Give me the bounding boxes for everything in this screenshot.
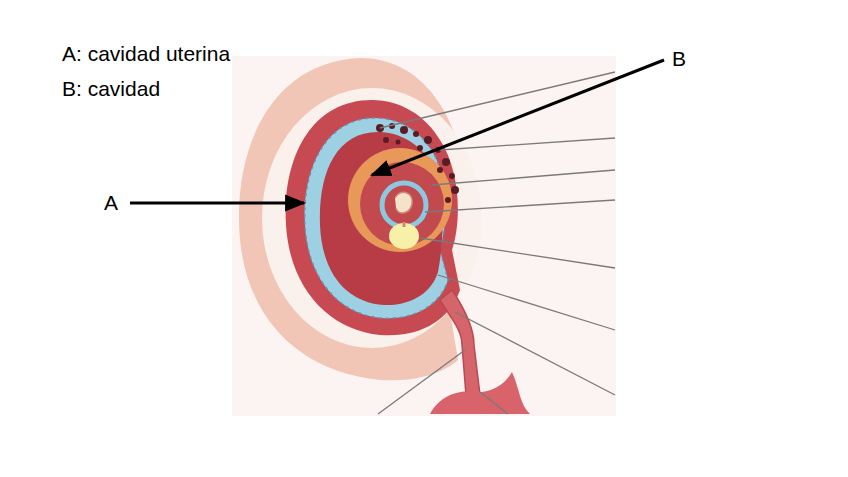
uterine-wall: [286, 100, 460, 335]
embryo: [395, 192, 412, 213]
amnion: [382, 183, 426, 227]
pointer-arrow: [372, 60, 664, 175]
yolk-stalk: [403, 222, 406, 227]
cervix: [440, 290, 480, 395]
legend-text: A: cavidad uterina: [62, 42, 230, 66]
villi: [376, 123, 459, 203]
callout-letter: A: [104, 191, 118, 215]
legend-text: B: cavidad: [62, 77, 160, 101]
leader-lines: [378, 72, 615, 414]
picture-ground: [232, 56, 616, 416]
pointer-arrow: [130, 202, 304, 205]
vagina: [430, 372, 530, 414]
endometrium: [305, 118, 448, 318]
callout-letter: B: [672, 47, 686, 71]
yolk-sac: [389, 223, 419, 249]
